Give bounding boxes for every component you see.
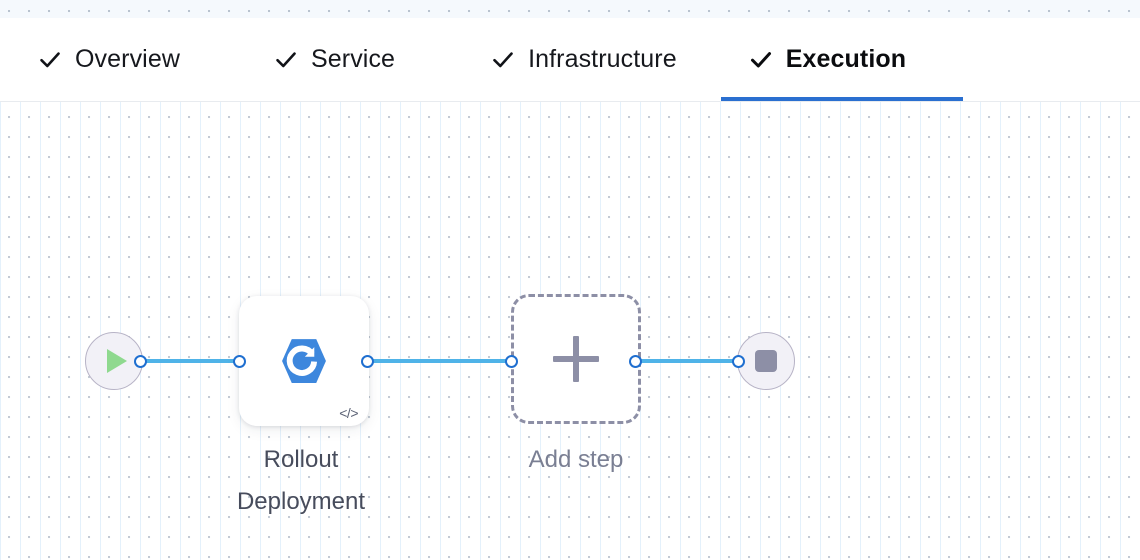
end-node-input-handle[interactable] xyxy=(732,355,745,368)
start-node[interactable] xyxy=(85,332,143,390)
add-step-node[interactable] xyxy=(511,294,641,424)
check-icon xyxy=(749,48,773,72)
canvas-top-strip xyxy=(0,0,1140,18)
edge-start-to-rollout[interactable] xyxy=(140,359,244,363)
rollout-node-caption: Rollout Deployment xyxy=(236,446,366,515)
tab-service-label: Service xyxy=(311,45,396,73)
add-step-input-handle[interactable] xyxy=(505,355,518,368)
end-node[interactable] xyxy=(737,332,795,390)
rollout-node-output-handle[interactable] xyxy=(361,355,374,368)
step-node-rollout-deployment[interactable]: </> xyxy=(239,296,369,426)
edge-rollout-to-add-step[interactable] xyxy=(366,359,518,363)
execution-flow-graph: </> Rollout Deployment Add step xyxy=(0,102,1140,560)
plus-icon xyxy=(553,336,599,382)
tab-list: Overview Service Infrastructure xyxy=(0,18,963,101)
rollout-node-input-handle[interactable] xyxy=(233,355,246,368)
check-icon xyxy=(491,48,515,72)
play-icon xyxy=(107,349,127,373)
add-step-caption: Add step xyxy=(528,446,624,473)
check-icon xyxy=(274,48,298,72)
add-step-output-handle[interactable] xyxy=(629,355,642,368)
pipeline-tabbar: Overview Service Infrastructure xyxy=(0,18,1140,102)
check-icon xyxy=(38,48,62,72)
stop-icon xyxy=(755,350,777,372)
tab-execution[interactable]: Execution xyxy=(720,18,963,101)
edge-add-step-to-end[interactable] xyxy=(634,359,740,363)
tab-overview[interactable]: Overview xyxy=(0,18,274,101)
tab-service[interactable]: Service xyxy=(274,18,491,101)
tab-infrastructure[interactable]: Infrastructure xyxy=(491,18,721,101)
rollout-deployment-icon xyxy=(282,339,326,383)
tab-overview-label: Overview xyxy=(75,45,180,73)
tab-execution-label: Execution xyxy=(785,45,907,73)
code-icon: </> xyxy=(339,405,358,421)
tab-infrastructure-label: Infrastructure xyxy=(528,45,677,73)
start-node-output-handle[interactable] xyxy=(134,355,147,368)
